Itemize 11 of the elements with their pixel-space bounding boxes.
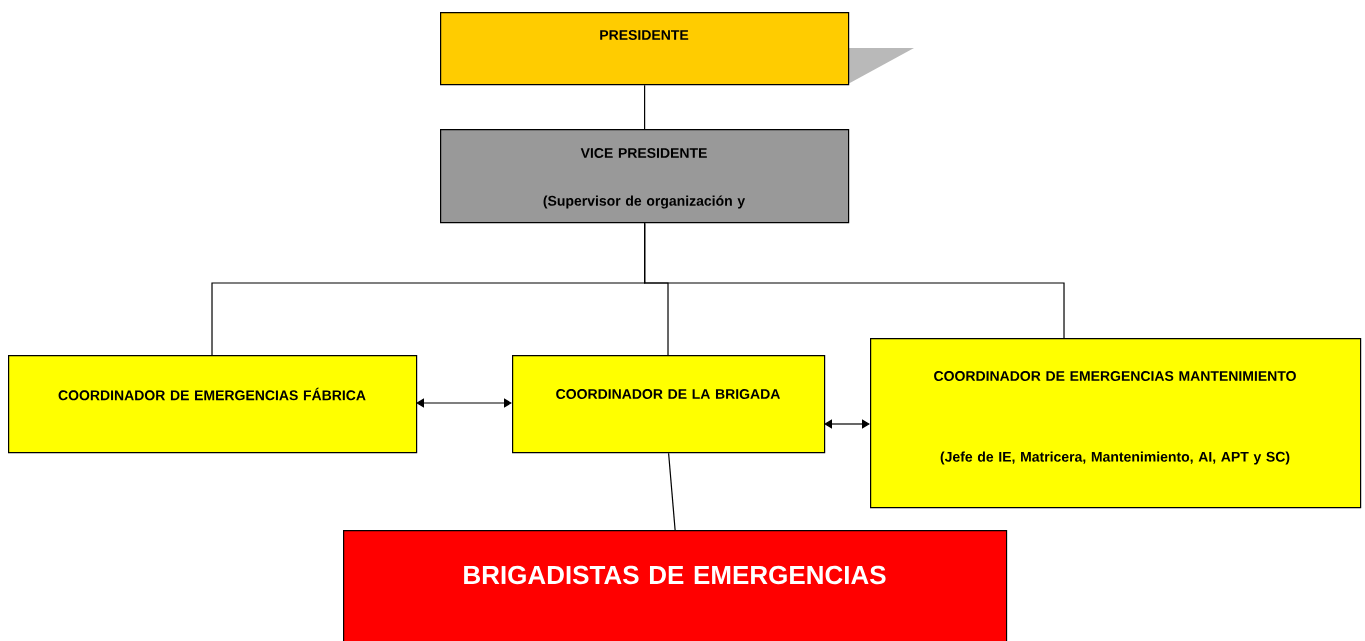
double-arrow xyxy=(824,419,870,429)
double-arrow xyxy=(416,398,512,408)
org-box: COORDINADOR DE EMERGENCIAS MANTENIMIENTO (Jefe de IE, Matricera, Mantenimiento, AI, APT y SC) xyxy=(870,338,1362,509)
title-box: BRIGADISTAS DE EMERGENCIAS xyxy=(343,530,1008,641)
org-box: PRESIDENTE xyxy=(440,12,850,86)
connector-line xyxy=(668,452,676,531)
org-box: COORDINADOR DE LA BRIGADA xyxy=(512,355,826,454)
org-box: COORDINADOR DE EMERGENCIAS FÁBRICA xyxy=(8,355,418,454)
connector-line xyxy=(644,222,1065,339)
connector-line xyxy=(644,84,646,130)
org-box: VICE PRESIDENTE (Supervisor de organización y xyxy=(440,129,850,224)
